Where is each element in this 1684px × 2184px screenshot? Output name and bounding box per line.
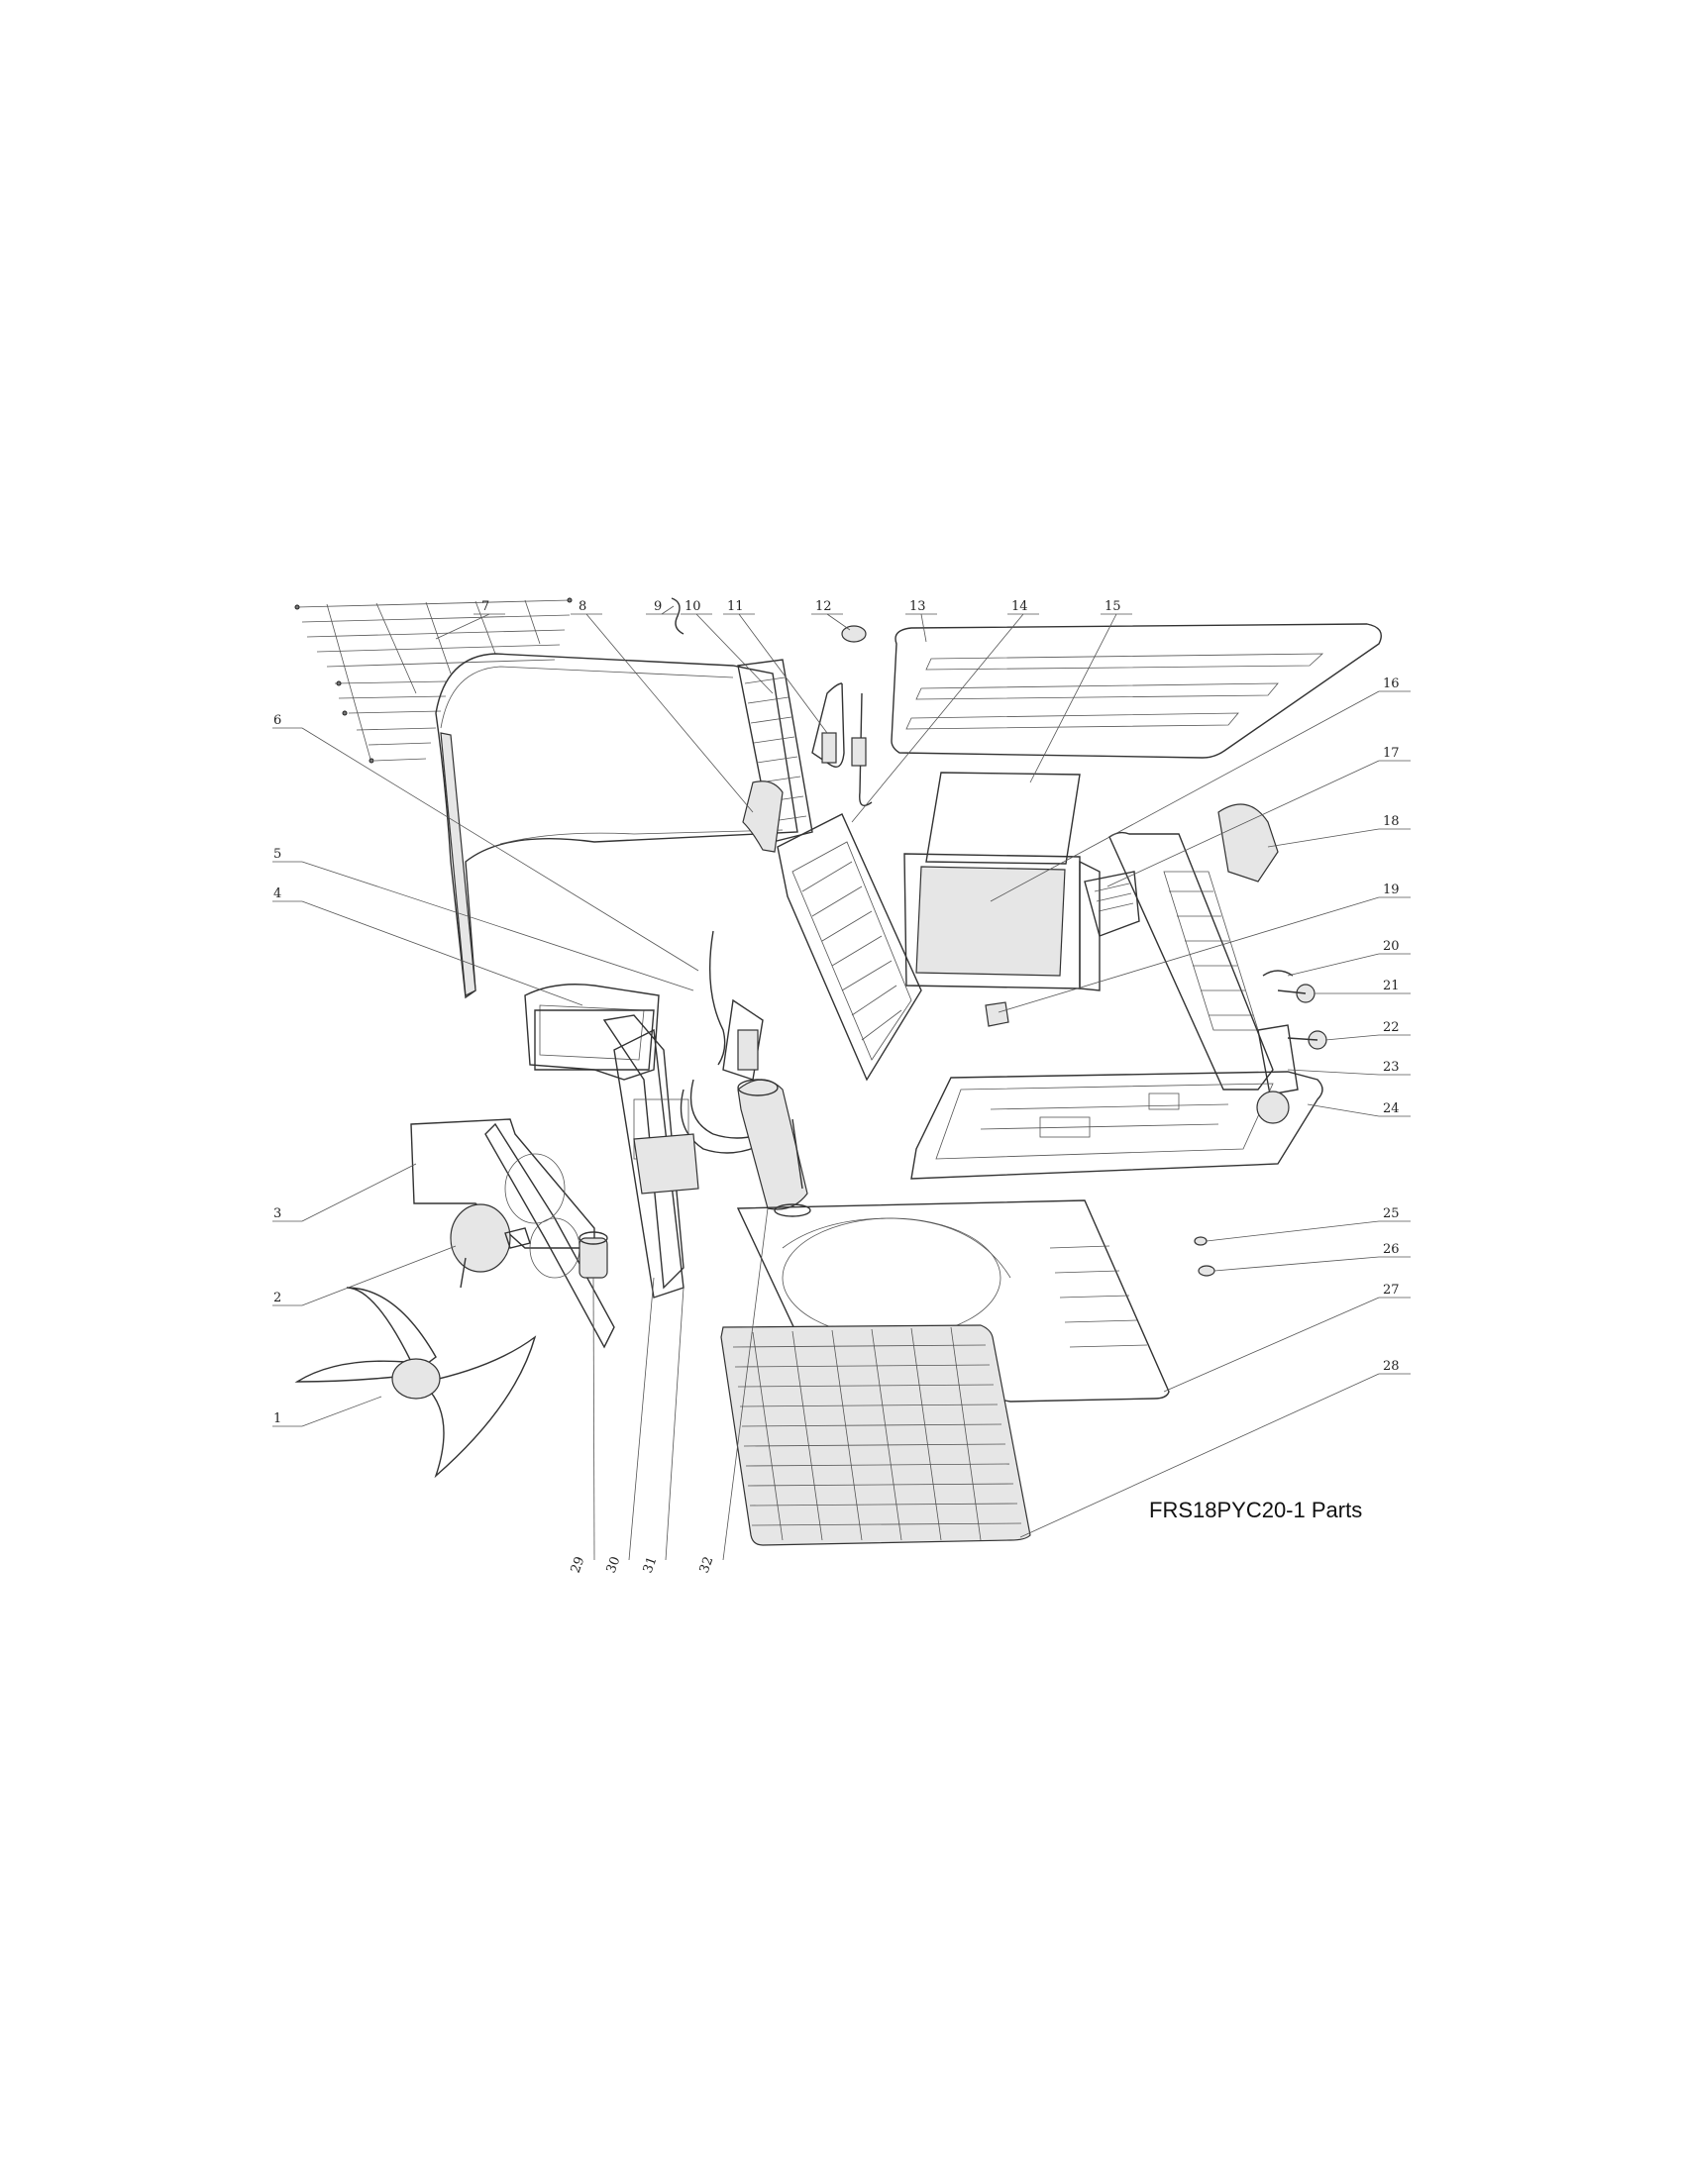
part-insulation-sheet [925,772,1081,865]
callout-32-text: 32 [697,1555,717,1576]
callout-11-text: 11 [727,599,744,614]
callout-6-text: 6 [273,713,281,728]
part-fan-motor [450,1203,531,1289]
callout-14-text: 14 [1011,599,1028,614]
part-top-cover [891,623,1382,759]
callout-8: 8 [571,599,602,615]
callout-21: 21 [1379,979,1411,994]
callout-15-text: 15 [1105,599,1121,614]
callout-13: 13 [905,599,937,615]
callout-26: 26 [1379,1242,1411,1258]
callout-20-text: 20 [1383,939,1400,954]
part-electrical-bracket [602,1014,684,1290]
callout-28-text: 28 [1383,1359,1400,1374]
part-fan-blade [294,1287,537,1479]
part-base-pan [910,1071,1323,1180]
callout-5: 5 [272,847,302,863]
callout-1: 1 [272,1411,302,1427]
part-reactor [534,1009,655,1071]
callout-7: 7 [474,599,505,615]
callout-28: 28 [1379,1359,1411,1375]
callout-25: 25 [1379,1206,1411,1222]
callout-9-text: 9 [654,599,662,614]
callout-12: 12 [811,599,843,615]
callout-16: 16 [1379,676,1411,692]
part-small-bracket [742,780,784,853]
callout-31-text: 31 [641,1555,661,1576]
callout-31: 31 [641,1555,661,1576]
part-capacitor [579,1231,608,1279]
callout-1-text: 1 [273,1411,281,1426]
callout-23: 23 [1379,1060,1411,1076]
part-wire-grille [294,597,573,764]
callout-26-text: 26 [1383,1242,1400,1257]
part-nut [1194,1236,1208,1246]
callout-2-text: 2 [273,1291,281,1305]
callout-32: 32 [697,1555,717,1576]
callout-6: 6 [272,713,302,729]
callout-23-text: 23 [1383,1060,1400,1075]
part-refrigerant-pipe [811,682,873,806]
callout-25-text: 25 [1383,1206,1400,1221]
callout-17-text: 17 [1383,746,1400,761]
part-right-panel [1108,803,1279,1091]
callout-4: 4 [272,886,302,902]
callout-11: 11 [723,599,755,615]
callout-18: 18 [1379,814,1411,830]
callout-21-text: 21 [1383,979,1400,993]
callout-19: 19 [1379,883,1411,898]
callout-29-text: 29 [569,1555,588,1576]
callout-labels: 1 2 3 4 5 6 7 8 9 10 11 12 13 14 15 16 1… [272,599,1411,1575]
part-washer [1198,1265,1215,1277]
callout-5-text: 5 [273,847,281,862]
callout-27: 27 [1379,1283,1411,1299]
leader-lines [301,605,1380,1561]
callout-30-text: 30 [604,1555,624,1576]
part-valve-bracket [1257,1024,1299,1095]
callout-8-text: 8 [579,599,586,614]
callout-27-text: 27 [1383,1283,1400,1298]
callout-19-text: 19 [1383,883,1400,897]
callout-12-text: 12 [815,599,832,614]
callout-30: 30 [604,1555,624,1576]
part-clip [671,597,684,635]
part-side-panel [435,653,798,999]
callout-15: 15 [1101,599,1132,615]
part-compressor [737,1079,811,1217]
callout-3: 3 [272,1206,302,1222]
callout-9: 9 [646,599,678,615]
callout-2: 2 [272,1291,302,1306]
part-four-way-valve-assembly [680,930,774,1154]
part-control-box [903,853,1101,991]
callout-17: 17 [1379,746,1411,762]
part-service-valves [1262,970,1327,1050]
callout-13-text: 13 [909,599,926,614]
callout-18-text: 18 [1383,814,1400,829]
callout-10: 10 [681,599,712,615]
part-grommet [841,625,867,643]
callout-29: 29 [569,1555,588,1576]
diagram-caption: FRS18PYC20-1 Parts [1149,1498,1363,1522]
callout-24-text: 24 [1383,1101,1400,1116]
part-cover-bracket [524,984,660,1081]
callout-16-text: 16 [1383,676,1400,691]
part-sensor [985,1001,1009,1027]
callout-7-text: 7 [481,599,489,614]
callout-22: 22 [1379,1020,1411,1036]
callout-4-text: 4 [273,886,281,901]
callout-20: 20 [1379,939,1411,955]
callout-24: 24 [1379,1101,1411,1117]
part-terminal-block [1084,871,1140,937]
part-partition-panel [777,813,922,1082]
callout-22-text: 22 [1383,1020,1400,1035]
callout-10-text: 10 [684,599,701,614]
callout-14: 14 [1007,599,1039,615]
callout-3-text: 3 [273,1206,281,1221]
part-rear-grille [720,1324,1031,1546]
